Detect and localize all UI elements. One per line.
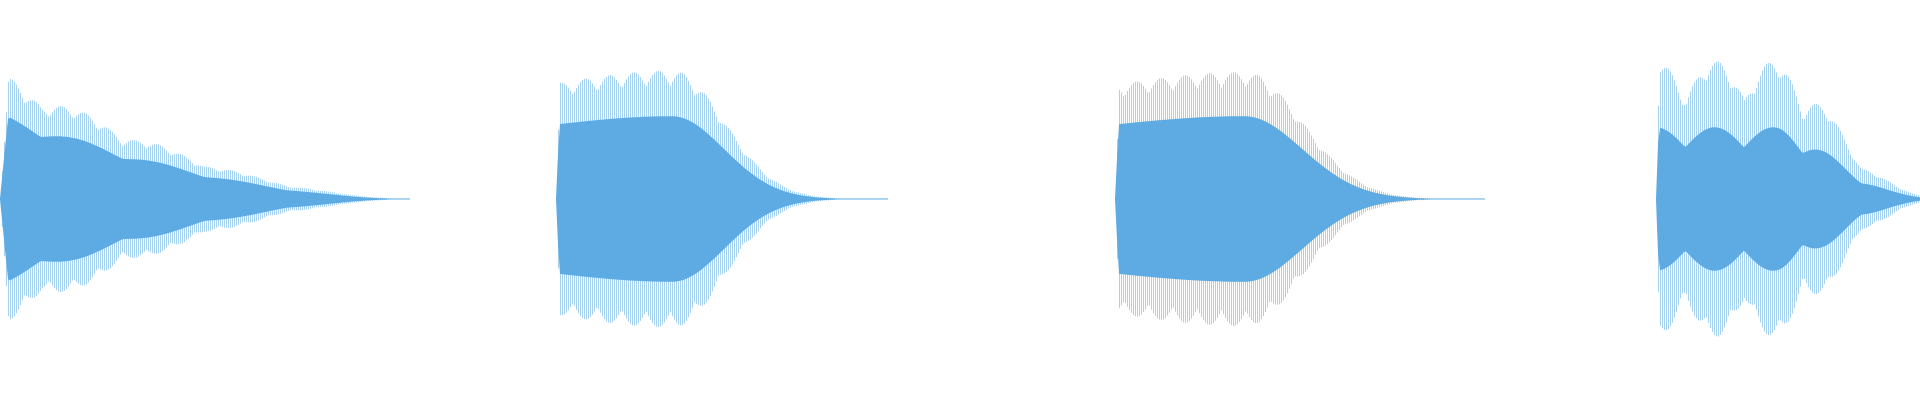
waveform-clip-3 (1115, 72, 1485, 326)
waveform-clip-1 (0, 78, 410, 320)
waveform-clip-4 (1656, 61, 1920, 337)
waveform-clip-2 (556, 70, 888, 328)
